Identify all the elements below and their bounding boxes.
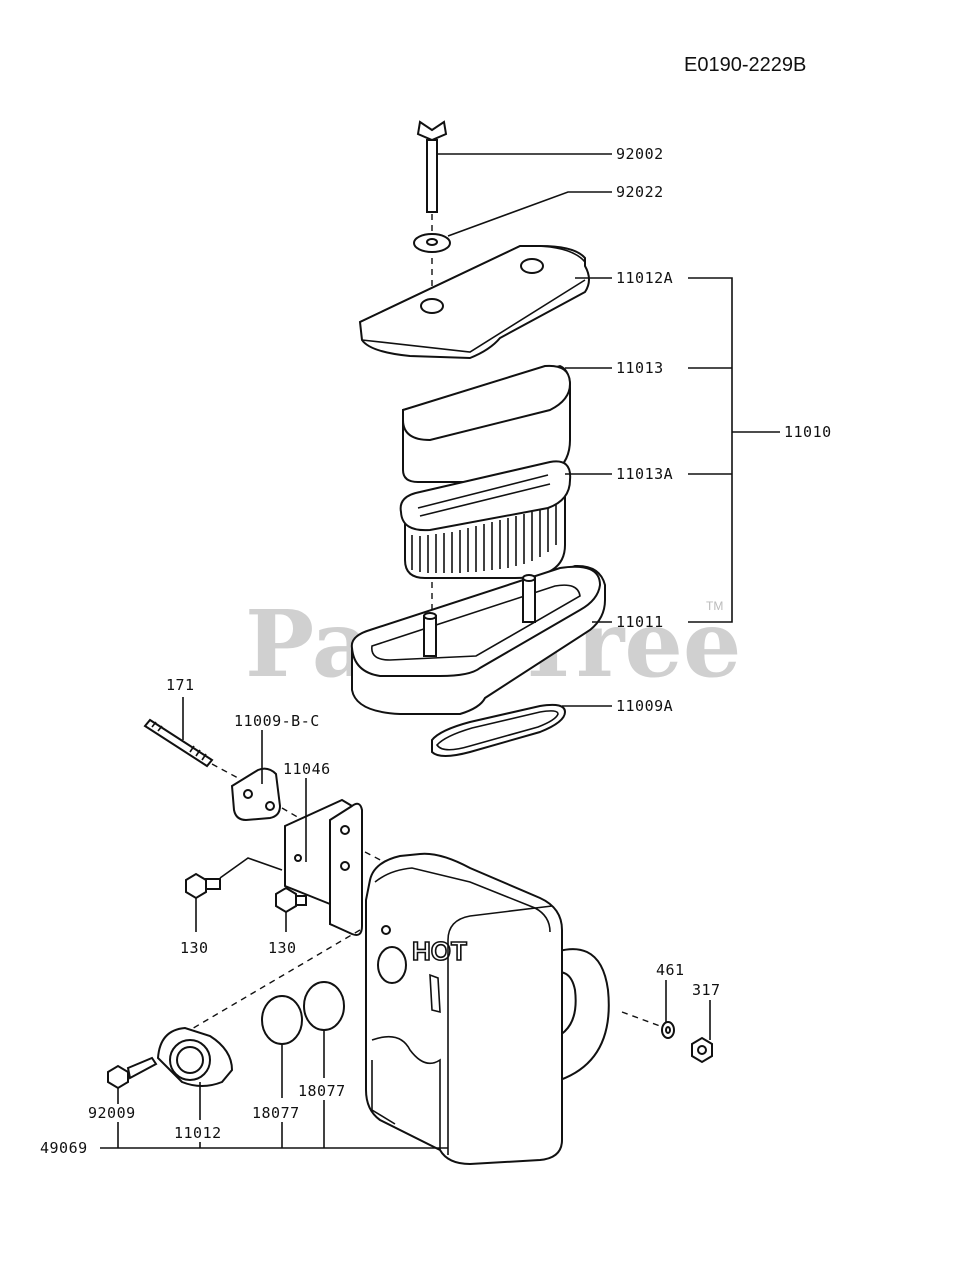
- exhaust-gasket-11012[interactable]: [156, 1026, 234, 1087]
- assembly-line: [211, 763, 239, 779]
- air-cleaner-cover-11012A[interactable]: [358, 245, 590, 360]
- callout-92022: 92022: [616, 183, 664, 201]
- callout-92009: 92009: [88, 1104, 136, 1122]
- lock-washer-461[interactable]: [661, 1021, 675, 1039]
- watermark-trademark: TM: [706, 599, 723, 613]
- callout-130-right: 130: [268, 939, 297, 957]
- callout-11012A: 11012A: [616, 269, 673, 287]
- wing-bolt-92002[interactable]: [416, 120, 448, 213]
- callout-18077-upper: 18077: [298, 1082, 346, 1100]
- callout-171: 171: [166, 676, 195, 694]
- callout-11046: 11046: [283, 760, 331, 778]
- gasket-11009A[interactable]: [431, 703, 567, 757]
- diagram-code: E0190-2229B: [684, 54, 806, 76]
- air-cleaner-base-11011[interactable]: [350, 564, 606, 715]
- callout-461: 461: [656, 961, 685, 979]
- bolt-130-left[interactable]: [185, 872, 221, 900]
- leader-line: [219, 857, 283, 879]
- callout-11009A: 11009A: [616, 697, 673, 715]
- cap-18077-rear[interactable]: [303, 981, 345, 1031]
- callout-11010: 11010: [784, 423, 832, 441]
- pre-cleaner-11013[interactable]: [402, 364, 572, 483]
- callout-11009-B-C: 11009-B-C: [234, 712, 320, 730]
- bolt-92009[interactable]: [107, 1056, 158, 1090]
- callout-18077-lower: 18077: [252, 1104, 300, 1122]
- mount-plate-11046[interactable]: [284, 798, 363, 936]
- assembly-line: [621, 1011, 661, 1027]
- callout-11013: 11013: [616, 359, 664, 377]
- callout-11011: 11011: [616, 613, 664, 631]
- stud-171[interactable]: [143, 718, 214, 768]
- leader-lines: [100, 153, 780, 1149]
- callout-11012: 11012: [174, 1124, 222, 1142]
- embossed-hot-text: HOT: [412, 936, 467, 966]
- air-filter-element-11013A[interactable]: [399, 460, 572, 579]
- callout-49069: 49069: [40, 1139, 88, 1157]
- washer-92022[interactable]: [413, 233, 451, 253]
- callout-11013A: 11013A: [616, 465, 673, 483]
- callout-130-left: 130: [180, 939, 209, 957]
- nut-317[interactable]: [691, 1036, 713, 1064]
- gasket-11009-B-C[interactable]: [230, 767, 282, 822]
- bolt-130-right[interactable]: [275, 886, 307, 914]
- callout-317: 317: [692, 981, 721, 999]
- muffler-49069[interactable]: HOT: [365, 852, 610, 1166]
- callout-92002: 92002: [616, 145, 664, 163]
- cap-18077-front[interactable]: [261, 995, 303, 1045]
